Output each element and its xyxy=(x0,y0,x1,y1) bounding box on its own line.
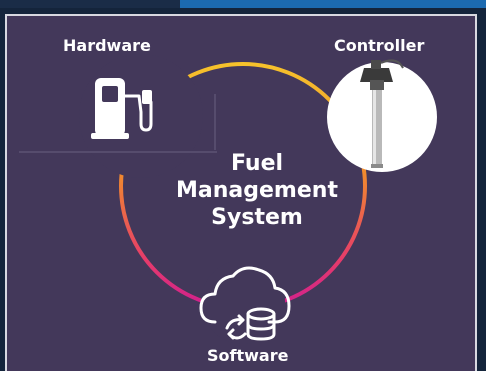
fuel-pump-icon xyxy=(91,78,153,139)
software-label: Software xyxy=(207,346,289,365)
center-title-line-1: Fuel xyxy=(230,151,284,176)
center-title-line-3: System xyxy=(211,205,303,230)
ring-layer xyxy=(19,54,437,344)
hardware-label: Hardware xyxy=(63,36,151,55)
software-icon-backdrop xyxy=(201,260,285,344)
center-title-line-2: Management xyxy=(176,178,338,203)
fuel-level-sensor-probe xyxy=(360,59,404,168)
top-bar-left xyxy=(0,0,180,8)
cloud-database-sync-icon xyxy=(199,266,291,341)
center-title: Fuel Management System xyxy=(157,150,357,231)
controller-label: Controller xyxy=(334,36,425,55)
top-bar-right xyxy=(180,0,486,8)
diagram-panel: Hardware Controller Software Fuel Manage… xyxy=(5,14,477,371)
